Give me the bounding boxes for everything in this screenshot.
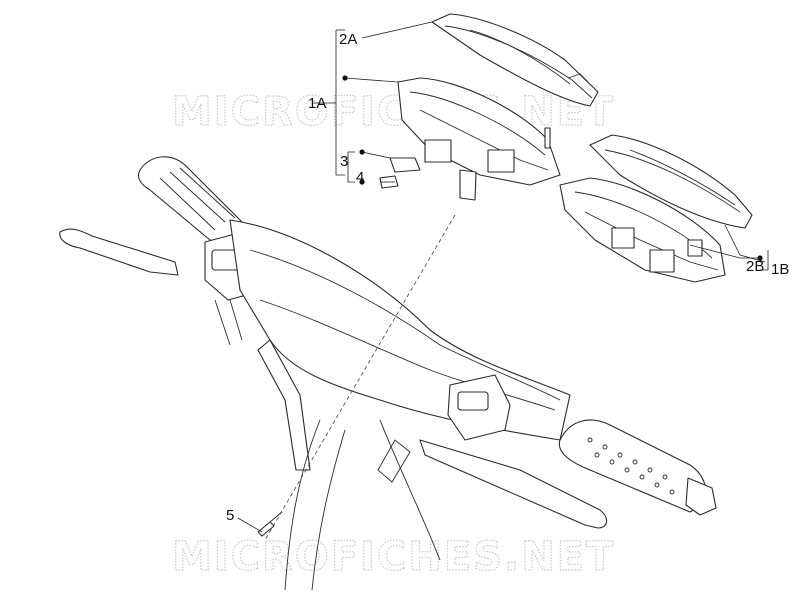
instrument-cluster-lower — [559, 134, 753, 283]
instrument-cluster-upper — [379, 13, 599, 201]
callout-1A: 1A — [308, 95, 326, 112]
callout-3: 3 — [340, 153, 348, 170]
bulb-holder — [389, 157, 421, 173]
watermark-bottom: MICROFICHES.NET — [172, 534, 615, 580]
callout-2A: 2A — [339, 31, 357, 48]
callout-1B: 1B — [771, 261, 789, 278]
callout-5: 5 — [226, 507, 234, 524]
callout-2B: 2B — [746, 258, 764, 275]
screw-part — [257, 511, 283, 537]
handlebar-assembly — [59, 156, 717, 591]
watermark-top: MICROFICHES.NET — [172, 89, 615, 135]
callout-leaders — [237, 21, 769, 533]
callout-4: 4 — [356, 169, 364, 186]
callout-dots — [342, 75, 763, 261]
